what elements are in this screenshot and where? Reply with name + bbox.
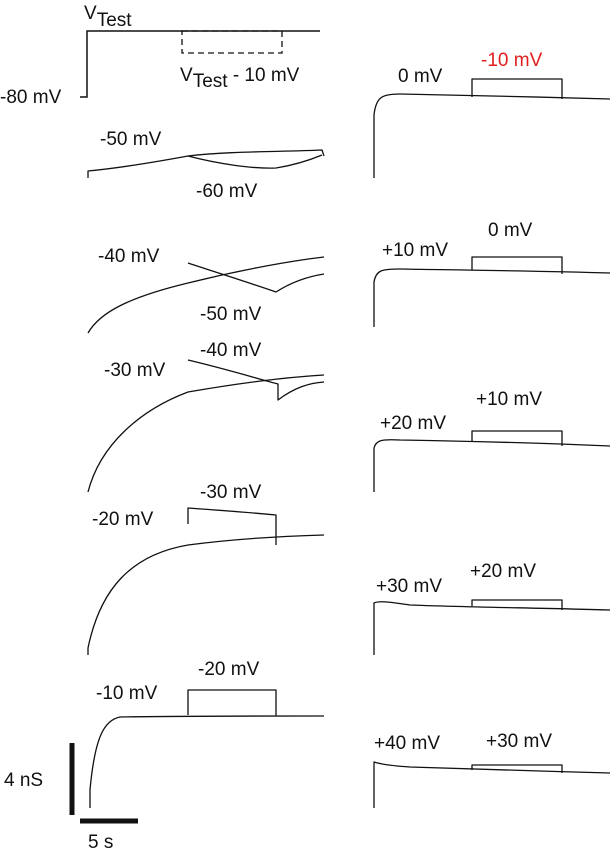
step-trace	[187, 262, 325, 293]
holding-potential-label: -80 mV	[0, 87, 62, 108]
trace-group: -40 mV -50 mV	[87, 246, 325, 334]
trace-group: +20 mV +10 mV	[373, 389, 611, 492]
step-potential-label: 0 mV	[488, 220, 533, 241]
conductance-trace	[373, 268, 611, 327]
vtest-label: VTest	[84, 3, 132, 31]
step-trace	[471, 78, 563, 99]
step-main: V	[180, 65, 193, 86]
step-tail: - 10 mV	[228, 65, 300, 86]
test-potential-label: +20 mV	[380, 413, 446, 434]
horizontal-scale-label: 5 s	[88, 832, 113, 853]
trace-group: +30 mV +20 mV	[373, 561, 611, 655]
test-potential-label: -10 mV	[96, 683, 158, 704]
test-potential-label: -40 mV	[98, 246, 160, 267]
test-potential-label: 0 mV	[398, 66, 443, 87]
trace-group: +40 mV +30 mV	[373, 731, 611, 808]
vtest-main: V	[84, 3, 97, 24]
trace-group: +10 mV 0 mV	[373, 220, 611, 327]
trace-group: -20 mV -30 mV	[87, 482, 325, 655]
step-potential-label: +20 mV	[470, 561, 536, 582]
test-potential-label: -20 mV	[92, 509, 154, 530]
voltage-protocol: VTest -80 mV VTest - 10 mV	[0, 3, 320, 108]
conductance-trace	[373, 93, 611, 178]
scale-bars: 4 nS 5 s	[4, 743, 138, 853]
step-trace	[187, 689, 277, 716]
test-potential-label: +10 mV	[382, 240, 448, 261]
left-column: -50 mV -60 mV -40 mV -50 mV -30 mV -40 m…	[87, 129, 325, 808]
step-trace	[471, 256, 563, 274]
step-potential-label: -40 mV	[200, 340, 262, 361]
step-potential-label: -20 mV	[198, 659, 260, 680]
right-column: 0 mV -10 mV +10 mV 0 mV +20 mV +10 mV +3…	[373, 50, 611, 808]
trace-group: 0 mV -10 mV	[373, 50, 611, 178]
test-potential-label: +30 mV	[376, 576, 442, 597]
conductance-trace	[87, 256, 325, 334]
trace-group: -50 mV -60 mV	[87, 129, 325, 202]
step-trace	[187, 359, 325, 401]
step-potential-label: -30 mV	[200, 482, 262, 503]
step-potential-label: +10 mV	[476, 389, 542, 410]
step-trace	[187, 507, 277, 545]
step-trace	[187, 154, 323, 169]
conductance-trace	[373, 601, 611, 655]
step-potential-label-highlight: -10 mV	[481, 50, 543, 71]
step-trace	[471, 599, 563, 610]
step-potential-label: -50 mV	[200, 304, 262, 325]
conductance-trace	[87, 534, 325, 655]
step-potential-label: VTest - 10 mV	[180, 65, 300, 92]
step-potential-label: -60 mV	[196, 181, 258, 202]
test-potential-label: -50 mV	[100, 129, 162, 150]
step-trace	[471, 430, 563, 446]
trace-group: -10 mV -20 mV	[89, 659, 325, 808]
conductance-trace	[87, 149, 325, 178]
conductance-trace	[373, 439, 611, 492]
conductance-trace	[87, 374, 325, 493]
conductance-trace	[373, 761, 611, 808]
vtest-subscript: Test	[97, 10, 133, 31]
vertical-scale-label: 4 nS	[4, 770, 43, 791]
step-potential-label: +30 mV	[486, 731, 552, 752]
test-potential-label: +40 mV	[374, 733, 440, 754]
step-subscript: Test	[193, 71, 229, 92]
conductance-trace	[89, 715, 325, 808]
step-trace	[471, 764, 563, 773]
test-potential-label: -30 mV	[104, 360, 166, 381]
protocol-step-down-box	[181, 30, 283, 54]
trace-group: -30 mV -40 mV	[87, 340, 325, 493]
